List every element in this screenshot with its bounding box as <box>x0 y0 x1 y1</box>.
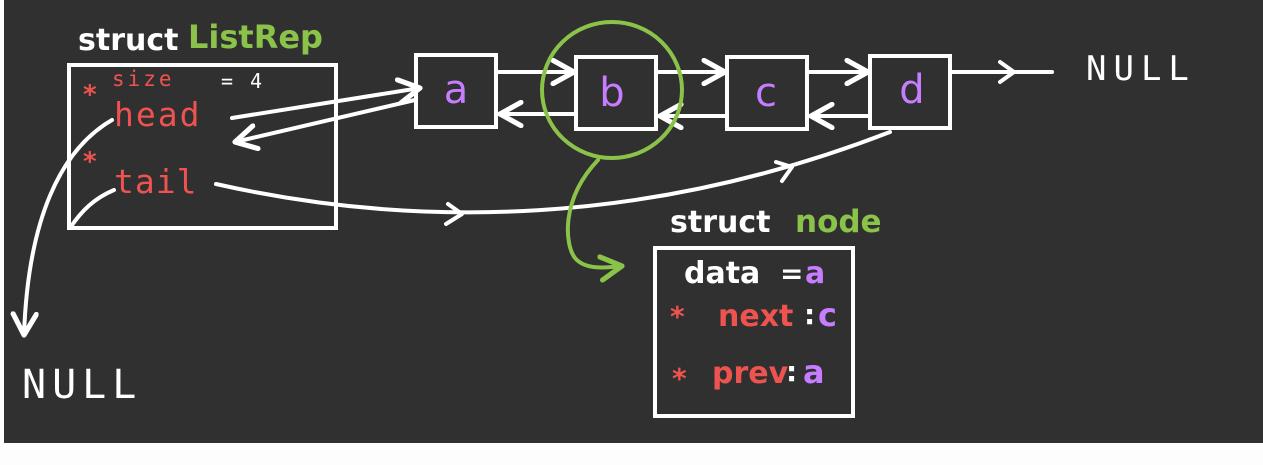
listrep-struct: struct ListRep * size = 4 head * tail <box>67 18 338 230</box>
tail-curve-mark-2 <box>774 160 794 183</box>
data-label: data <box>684 256 760 291</box>
size-label: size <box>112 67 175 91</box>
listrep-box <box>67 63 338 230</box>
data-equals: = <box>780 257 803 290</box>
d-next-arrow-mark <box>998 60 1016 84</box>
tail-curve-mark-1 <box>444 202 464 226</box>
node-struct-box <box>653 246 855 418</box>
next-label: next <box>718 299 793 334</box>
prev-label: prev <box>712 356 789 391</box>
next-star: * <box>670 300 685 333</box>
next-sep: : <box>804 298 815 331</box>
node-a-label: a <box>444 67 469 113</box>
tail-stub-line <box>68 188 116 230</box>
head-label: head <box>114 95 201 134</box>
highlight-to-node-struct-arrow <box>565 158 622 268</box>
node-struct-name: node <box>795 204 882 240</box>
node-c-label: c <box>755 70 777 116</box>
null-left: NULL <box>22 362 142 408</box>
board-background <box>4 0 1263 443</box>
node-c-box <box>725 55 809 131</box>
a-to-head-arrow <box>235 98 417 142</box>
tail-label: tail <box>114 162 197 201</box>
node-b-box <box>574 55 658 131</box>
prev-sep: : <box>786 355 797 388</box>
node-b-label: b <box>599 70 624 116</box>
listrep-name: ListRep <box>188 18 323 56</box>
data-value: a <box>805 256 825 291</box>
next-value: c <box>818 296 837 334</box>
node-struct-keyword: struct <box>670 205 770 240</box>
node-a-box <box>414 53 498 129</box>
prev-star: * <box>672 362 687 395</box>
size-equals: = <box>221 69 233 93</box>
null-right: NULL <box>1086 49 1196 89</box>
node-d-box <box>868 54 952 130</box>
prev-value: a <box>803 353 825 391</box>
node-list: a b c d <box>414 53 952 131</box>
node-struct: struct node data = a * next : c * prev :… <box>653 204 882 418</box>
tail-star: * <box>83 147 97 177</box>
node-b-highlight <box>540 20 684 160</box>
size-value: 4 <box>250 69 262 93</box>
head-to-null-arrow <box>24 118 114 335</box>
head-to-a-arrow <box>230 88 420 120</box>
size-star: * <box>83 80 97 110</box>
listrep-keyword: struct <box>78 23 178 58</box>
node-d-label: d <box>899 67 924 113</box>
